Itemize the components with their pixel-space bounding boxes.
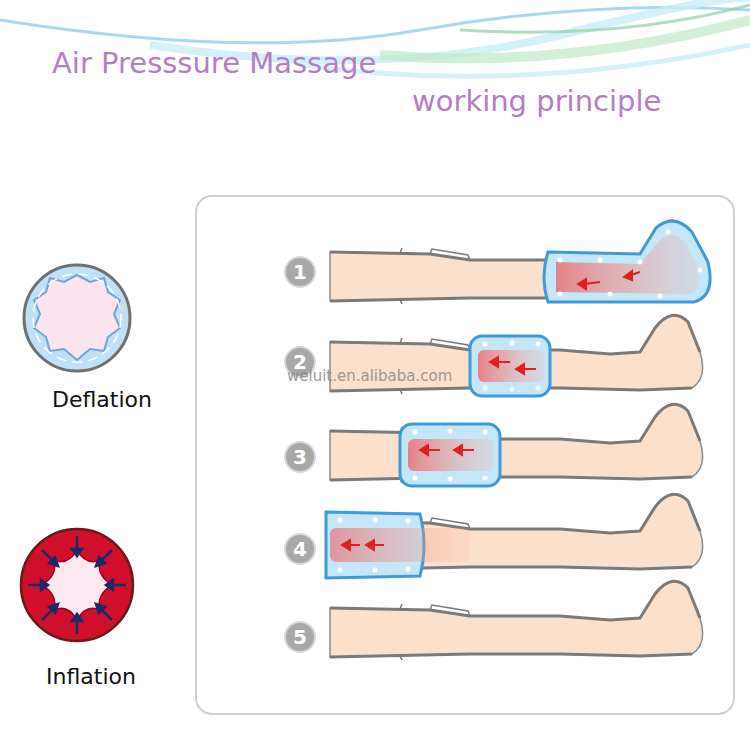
state-label: Deflation: [52, 387, 152, 412]
state-label: Inflation: [46, 664, 136, 689]
callout-number: 4: [293, 539, 307, 559]
callout-number: 5: [293, 627, 307, 647]
callout-number: 1: [293, 262, 307, 282]
title-heading: Air Presssure Massage: [52, 46, 376, 80]
subtitle: working principle: [412, 84, 661, 118]
watermark: weluit.en.alibaba.com: [287, 367, 452, 385]
callout-number: 3: [293, 447, 307, 467]
